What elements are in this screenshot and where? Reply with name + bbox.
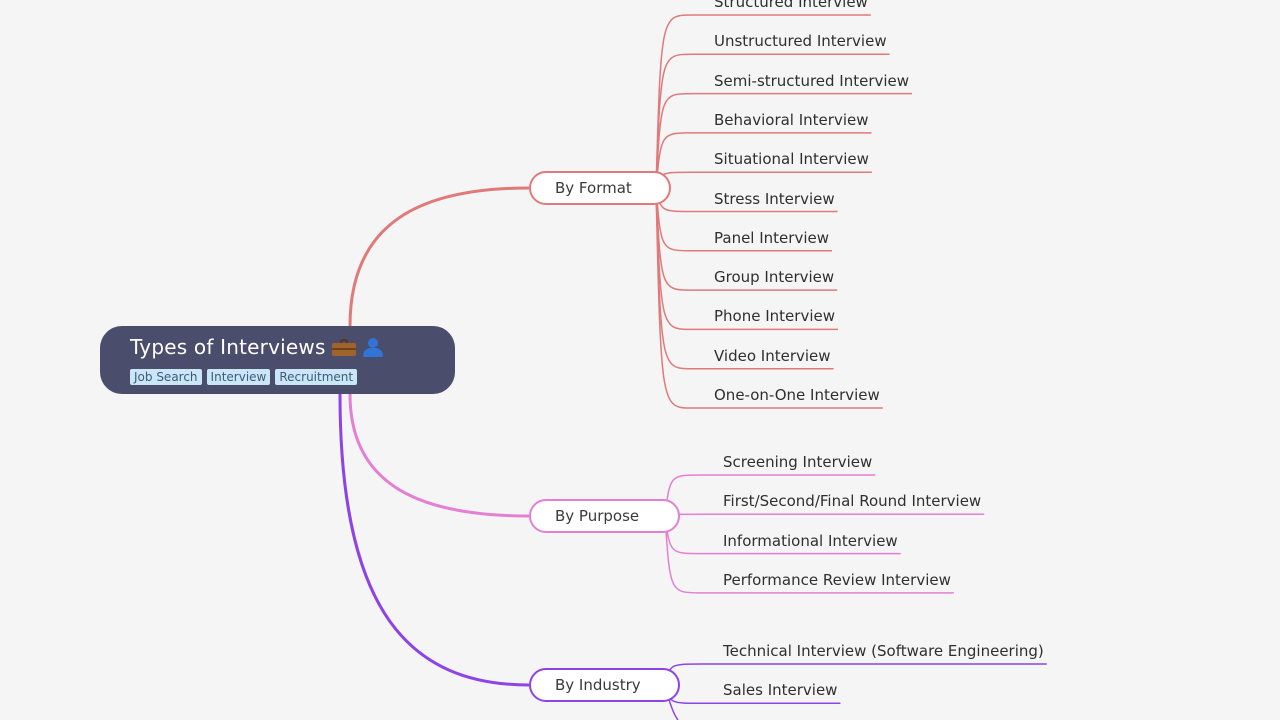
leaf-screening-interview[interactable]: Screening Interview [723,453,873,471]
leaf-behavioral-interview[interactable]: Behavioral Interview [714,110,869,129]
leaf-structured-interview[interactable]: Structured Interview [714,0,868,11]
leaf-round-interview[interactable]: First/Second/Final Round Interview [723,492,982,511]
leaf-technical-interview[interactable]: Technical Interview (Software Engineerin… [723,642,1044,660]
root-title-row: Types of Interviews [130,334,455,360]
leaf-panel-interview[interactable]: Panel Interview [714,228,829,247]
leaf-semi-structured-interview[interactable]: Semi-structured Interview [714,71,910,90]
user-icon [362,337,384,357]
connector-leaf-0-10 [655,187,883,409]
leaf-phone-interview[interactable]: Phone Interview [714,307,835,326]
root-tags: Job Search Interview Recruitment [130,369,455,385]
connector-leaf-1-3 [664,515,954,594]
connector-leaf-1-1 [664,513,985,517]
connector-root-branch-2 [338,393,530,687]
leaf-situational-interview[interactable]: Situational Interview [714,150,869,169]
branch-by-industry[interactable]: By Industry [529,668,680,702]
tag-job-search[interactable]: Job Search [130,369,202,385]
leaf-group-interview[interactable]: Group Interview [714,268,835,287]
connector-leaf-0-1 [655,53,890,189]
branch-by-format[interactable]: By Format [529,171,671,205]
connector-root-branch-1 [348,393,530,518]
briefcase-icon [331,338,356,356]
root-title: Types of Interviews [130,335,326,359]
leaf-stress-interview[interactable]: Stress Interview [714,189,835,208]
leaf-sales-interview[interactable]: Sales Interview [723,681,838,700]
root-node[interactable]: Types of Interviews Job Search Interview… [100,326,455,394]
branch-by-purpose[interactable]: By Purpose [529,499,680,533]
connector-leaf-0-2 [655,92,913,189]
tag-interview[interactable]: Interview [206,369,271,385]
leaf-informational-interview[interactable]: Informational Interview [723,531,898,550]
leaf-performance-review-interview[interactable]: Performance Review Interview [723,570,951,589]
leaf-one-on-one-interview[interactable]: One-on-One Interview [714,386,880,404]
tag-recruitment[interactable]: Recruitment [275,369,358,385]
leaf-video-interview[interactable]: Video Interview [714,346,831,365]
connector-root-branch-0 [348,186,530,327]
leaf-unstructured-interview[interactable]: Unstructured Interview [714,32,887,51]
connector-leaf-0-4 [655,171,872,189]
